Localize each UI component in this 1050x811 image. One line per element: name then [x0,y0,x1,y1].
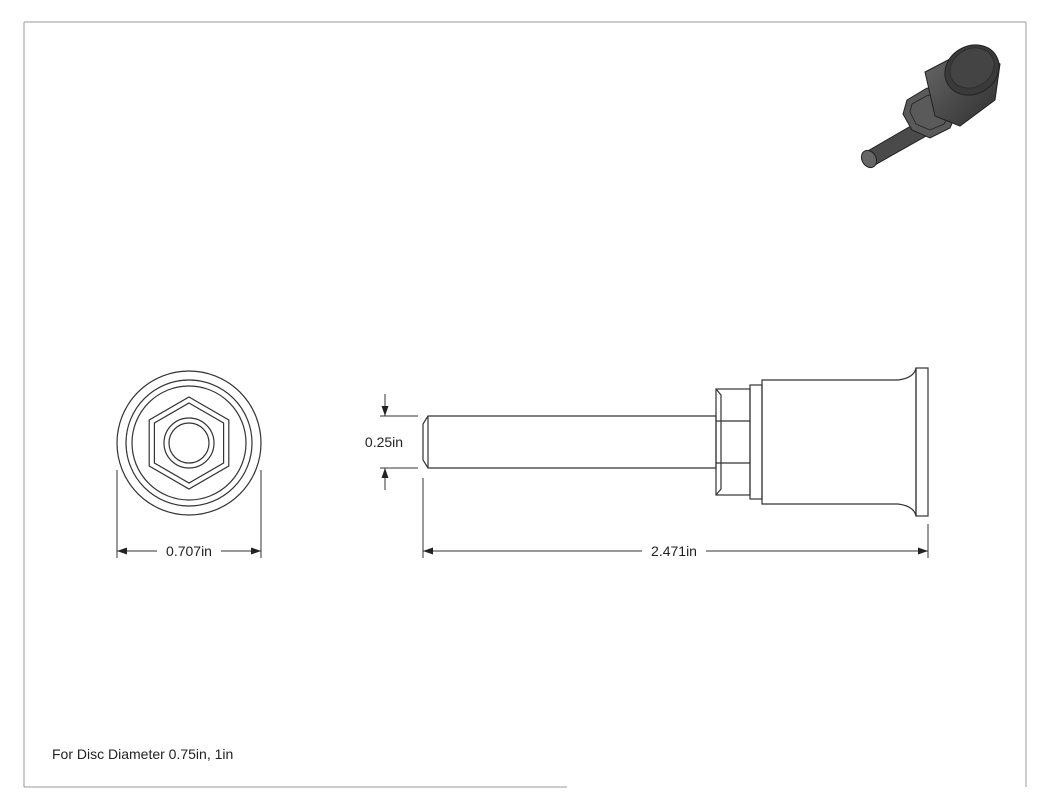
shank-diameter-dimension [380,394,418,490]
front-view [116,370,262,516]
disc-diameter-note: For Disc Diameter 0.75in, 1in [52,746,234,762]
overall-length-label: 2.471in [651,543,697,559]
face-diameter-label: 0.707in [166,543,212,559]
overall-length-dimension [422,478,929,558]
side-view [422,367,929,517]
isometric-view [860,44,1001,169]
face-diameter-dimension [116,470,262,558]
shank-diameter-label: 0.25in [365,434,403,450]
sheet-border [23,21,1027,788]
